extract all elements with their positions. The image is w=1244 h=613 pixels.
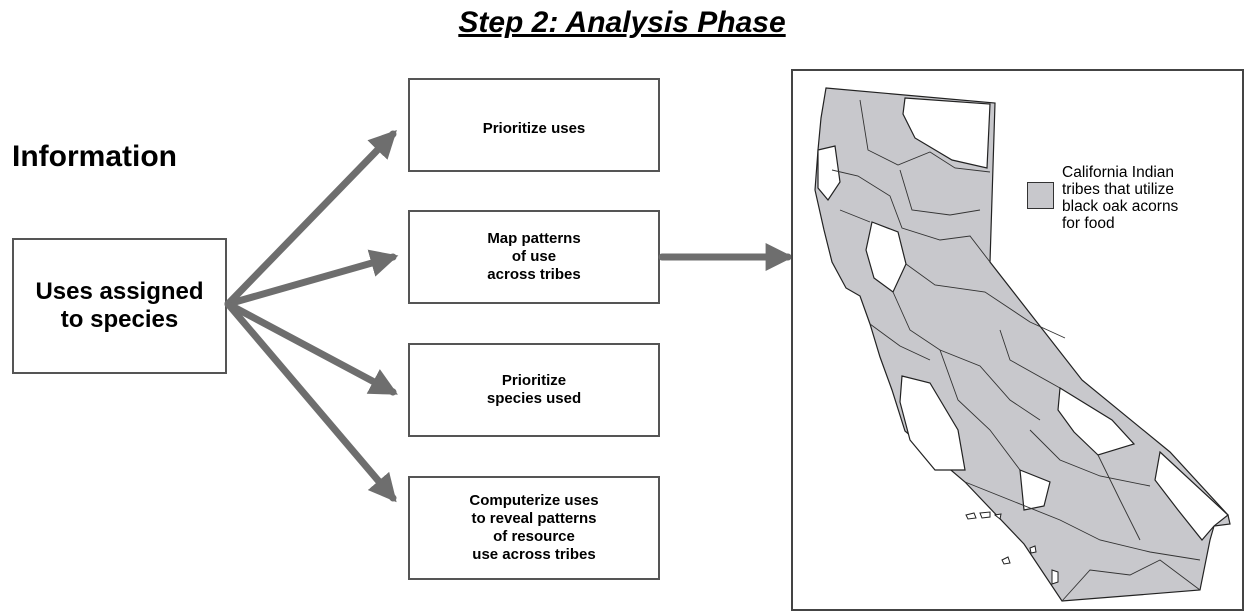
non-user-region-desert [1154,450,1229,541]
diagram-title: Step 2: Analysis Phase [458,6,786,39]
california-map [814,87,1231,602]
legend-label: California Indian tribes that utilize bl… [1062,164,1179,232]
non-user-region-southwest [1019,469,1051,511]
prioritize-species-box: Prioritize species used [408,343,660,437]
uses-assigned-box: Uses assigned to species [12,238,227,374]
legend-swatch [1027,182,1054,209]
arrow-to-prioritize-uses [224,129,397,308]
arrow-to-map-patterns [224,249,399,308]
prioritize-uses-box: Prioritize uses [408,78,660,172]
non-user-region-coast-north [817,145,841,202]
channel-islands [965,511,1059,585]
arrow-to-prioritize-species [224,300,398,396]
arrow-to-computerize-uses [224,300,397,503]
computerize-uses-box: Computerize uses to reveal patterns of r… [408,476,660,580]
non-user-region-northeast [902,97,991,169]
non-user-region-central-coast [899,375,966,471]
information-heading: Information [12,140,177,173]
map-patterns-box: Map patterns of use across tribes [408,210,660,304]
